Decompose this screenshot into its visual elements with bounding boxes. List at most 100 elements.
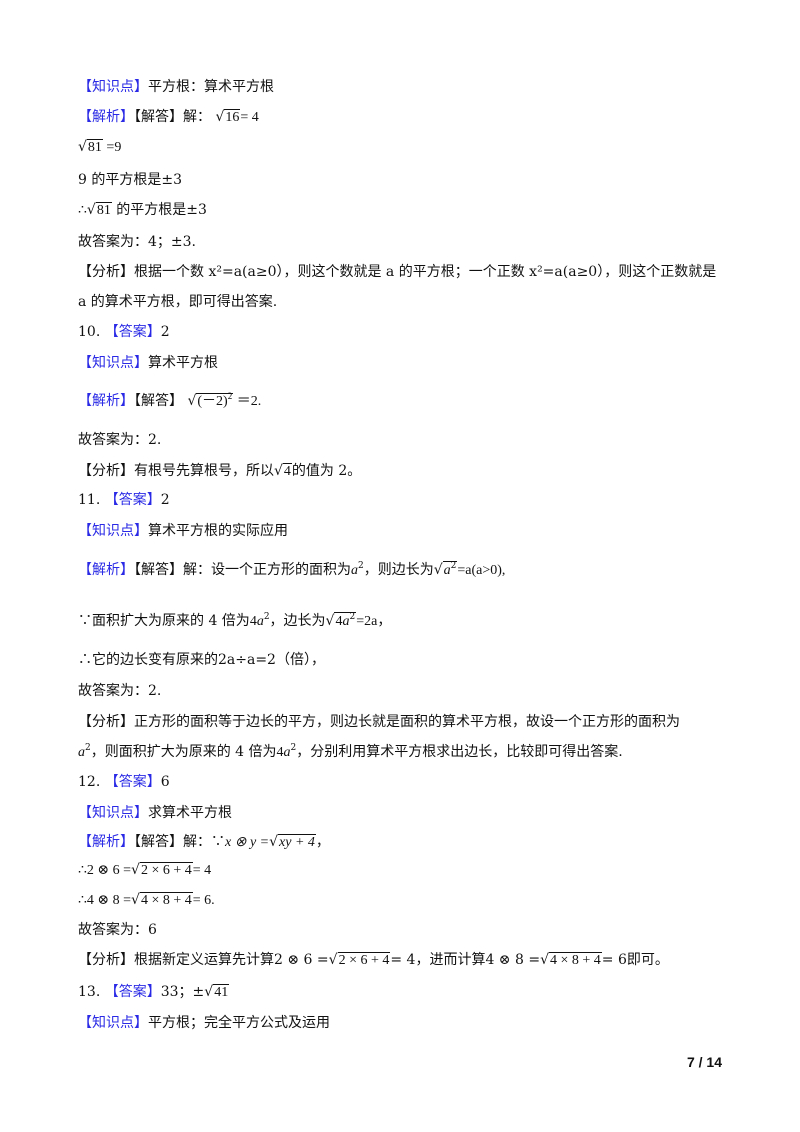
q12-final: 故答案为：6 [78,922,157,938]
text: = 6即可。 [601,952,669,968]
sqrt-16: √16 [215,109,241,125]
answer-label: 【答案】 [104,492,161,508]
q12-knowledge: 求算术平方根 [148,805,232,821]
answer-label: 【答案】 [104,984,161,1000]
q9-line4: ∴√81 的平方根是±3 [78,200,207,221]
q12-fenxi: 【分析】根据新定义运算先计算2 ⊗ 6 =√2 × 6 + 4= 4，进而计算4… [78,950,669,971]
q9-knowledge-line: 【知识点】平方根：算术平方根 [78,77,274,97]
text: 有根号先算根号，所以 [134,463,274,479]
q13-answer-line: 13. 【答案】33；±√41 [78,982,230,1003]
analysis-label: 【解析】 [78,834,134,850]
q10-knowledge-line: 【知识点】算术平方根 [78,353,218,373]
sqrt-4a2: √4a2 [325,612,357,629]
sqrt-expr: √(－2)2 [187,391,234,409]
q9-fenxi-2: a 的算术平方根，即可得出答案. [78,294,278,310]
sqrt-expr: √2 × 6 + 4 [328,952,391,968]
q10-analysis-line: 【解析】【解答】 √(－2)2 ＝2. [78,391,261,412]
text: ， [315,834,330,850]
sqrt-expr: √2 × 6 + 4 [131,862,193,878]
knowledge-label: 【知识点】 [78,1015,148,1031]
radicand: 81 [86,139,103,155]
knowledge-label: 【知识点】 [78,523,148,539]
therefore-symbol: ∴ [78,202,87,218]
q12-answer-line: 12. 【答案】6 [78,772,170,792]
q11-line2: ∵面积扩大为原来的 4 倍为4a2，边长为√4a2=2a， [78,611,391,632]
result: ＝2. [233,394,262,409]
equals-4: = 4 [240,110,259,125]
q9-line-sqrt81: √81 =9 [78,137,121,158]
q12-line3: ∴4 ⊗ 8 =√4 × 8 + 4= 6. [78,890,215,911]
q9-analysis-line: 【解析】【解答】解： √16= 4 [78,107,259,128]
answer-value: 6 [160,774,170,790]
analysis-text: 根据一个数 x²=a(a≥0），则这个数就是 a 的平方根；一个正数 x²=a(… [134,264,717,280]
text: 根据新定义运算先计算2 ⊗ 6 = [134,952,329,968]
radicand: 4 × 8 + 4 [139,892,193,908]
sqrt-41: √41 [204,984,230,1000]
q11-line1: 【解析】【解答】解：设一个正方形的面积为a2，则边长为√a2=a(a>0), [78,560,505,581]
text: = 4，进而计算4 ⊗ 8 = [390,952,541,968]
sqrt-a2: √a2 [433,561,458,578]
answer-detail-label: 【解答】 [134,834,183,850]
text: 的平方根是±3 [111,202,207,218]
text: 解：设一个正方形的面积为 [183,562,351,578]
q10-answer-line: 10. 【答案】2 [78,322,170,342]
answer-label: 【答案】 [104,774,161,790]
q9-line3: 9 的平方根是±3 [78,172,182,188]
text: ，则边长为 [363,562,434,578]
answer-value: 33；± [160,984,205,1000]
q10-final: 故答案为：2. [78,432,162,448]
q9-final: 故答案为：4；±3. [78,234,196,250]
text: 的值为 2。 [291,463,362,479]
sqrt-81: √81 [78,139,103,155]
radicand: 41 [213,984,230,1000]
q11-final: 故答案为：2. [78,683,162,699]
q11-fenxi-1: 【分析】正方形的面积等于边长的平方，则边长就是面积的算术平方根，故设一个正方形的… [78,712,680,732]
q10-knowledge: 算术平方根 [148,355,218,371]
analysis-label: 【解析】 [78,393,134,409]
text: ∴2 ⊗ 6 = [78,863,132,878]
text: ，边长为 [269,613,326,629]
answer-label: 【答案】 [104,324,161,340]
q12-line2: ∴2 ⊗ 6 =√2 × 6 + 4= 4 [78,860,211,881]
fenxi-label: 【分析】 [78,264,134,280]
analysis-text: 正方形的面积等于边长的平方，则边长就是面积的算术平方根，故设一个正方形的面积为 [134,714,680,730]
radicand: 4 [282,463,292,479]
q10-fenxi: 【分析】有根号先算根号，所以√4的值为 2。 [78,461,361,482]
answer-detail-label: 【解答】 [134,562,183,578]
text: 解：∵ [183,834,225,850]
text: ∴4 ⊗ 8 = [78,893,132,908]
text: =2a， [356,614,392,629]
exponent: 2 [227,391,233,401]
q12-knowledge-line: 【知识点】求算术平方根 [78,803,232,823]
q11-knowledge-line: 【知识点】算术平方根的实际应用 [78,521,288,541]
knowledge-label: 【知识点】 [78,805,148,821]
inner: (－2) [197,394,228,409]
answer-detail-label: 【解答】 [134,109,183,125]
q11-answer-line: 11. 【答案】2 [78,490,170,510]
equals-9: =9 [102,140,122,155]
question-number: 13. [78,984,101,1000]
sqrt-expr: √4 × 8 + 4 [131,892,193,908]
analysis-label: 【解析】 [78,109,134,125]
q11-knowledge: 算术平方根的实际应用 [148,523,288,539]
question-number: 12. [78,774,101,790]
fenxi-label: 【分析】 [78,952,134,968]
analysis-label: 【解析】 [78,562,134,578]
sqrt-expr: √4 × 8 + 4 [540,952,602,968]
radicand: 4 × 8 + 4 [549,952,602,968]
page-number: 7 / 14 [686,1054,722,1070]
sqrt-4: √4 [274,463,292,479]
radicand: 16 [224,109,241,125]
knowledge-label: 【知识点】 [78,355,148,371]
radicand: 2 × 6 + 4 [139,862,193,878]
expr: x ⊗ y = [225,835,270,850]
radicand: (－2)2 [196,391,234,409]
text: ，则面积扩大为原来的 4 倍为 [90,744,277,760]
question-number: 11. [78,492,101,508]
text: = 6. [192,893,215,908]
answer-value: 2 [160,324,170,340]
sqrt-expr: √xy + 4 [269,834,316,850]
q11-line3: ∴它的边长变有原来的2a÷a=2（倍）， [78,652,325,668]
q12-line1: 【解析】【解答】解：∵x ⊗ y =√xy + 4， [78,832,330,853]
fenxi-label: 【分析】 [78,463,134,479]
